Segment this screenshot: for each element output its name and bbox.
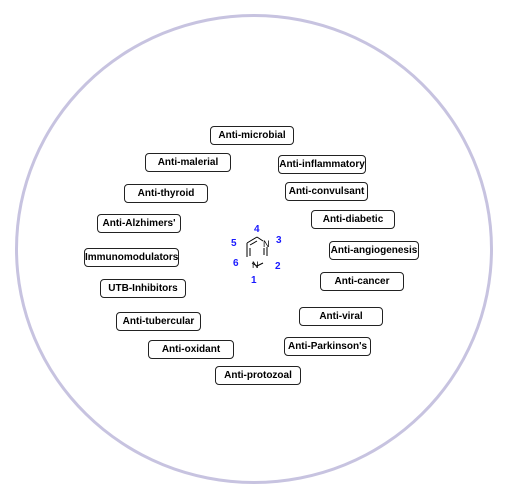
atom-n3: N bbox=[263, 239, 270, 249]
activity-anti-angiogenesis: Anti-angiogenesis bbox=[329, 241, 419, 260]
pyrimidine-core: N N 1 2 3 4 5 6 bbox=[231, 224, 282, 286]
activity-anti-diabetic: Anti-diabetic bbox=[311, 210, 395, 229]
outer-circle bbox=[15, 14, 493, 484]
ring-number-6: 6 bbox=[233, 258, 239, 269]
activity-anti-cancer: Anti-cancer bbox=[320, 272, 404, 291]
activity-immunomodulators: Immunomodulators bbox=[84, 248, 179, 267]
ring-number-3: 3 bbox=[276, 235, 282, 246]
atom-n1: N bbox=[252, 260, 259, 270]
activity-anti-parkinsons: Anti-Parkinson's bbox=[284, 337, 371, 356]
ring-number-1: 1 bbox=[251, 275, 257, 286]
activity-anti-malerial: Anti-malerial bbox=[145, 153, 231, 172]
activity-anti-microbial: Anti-microbial bbox=[210, 126, 294, 145]
activity-utb-inhibitors: UTB-Inhibitors bbox=[100, 279, 186, 298]
activity-anti-thyroid: Anti-thyroid bbox=[124, 184, 208, 203]
activity-anti-viral: Anti-viral bbox=[299, 307, 383, 326]
activity-anti-tubercular: Anti-tubercular bbox=[116, 312, 201, 331]
ring-number-2: 2 bbox=[275, 261, 281, 272]
ring-number-4: 4 bbox=[254, 224, 260, 235]
ring-number-5: 5 bbox=[231, 238, 237, 249]
activity-anti-alzhimers: Anti-Alzhimers' bbox=[97, 214, 181, 233]
activity-anti-inflammatory: Anti-inflammatory bbox=[278, 155, 366, 174]
activity-anti-protozoal: Anti-protozoal bbox=[215, 366, 301, 385]
activity-anti-oxidant: Anti-oxidant bbox=[148, 340, 234, 359]
pyrimidine-ring bbox=[246, 236, 268, 267]
activity-anti-convulsant: Anti-convulsant bbox=[285, 182, 368, 201]
